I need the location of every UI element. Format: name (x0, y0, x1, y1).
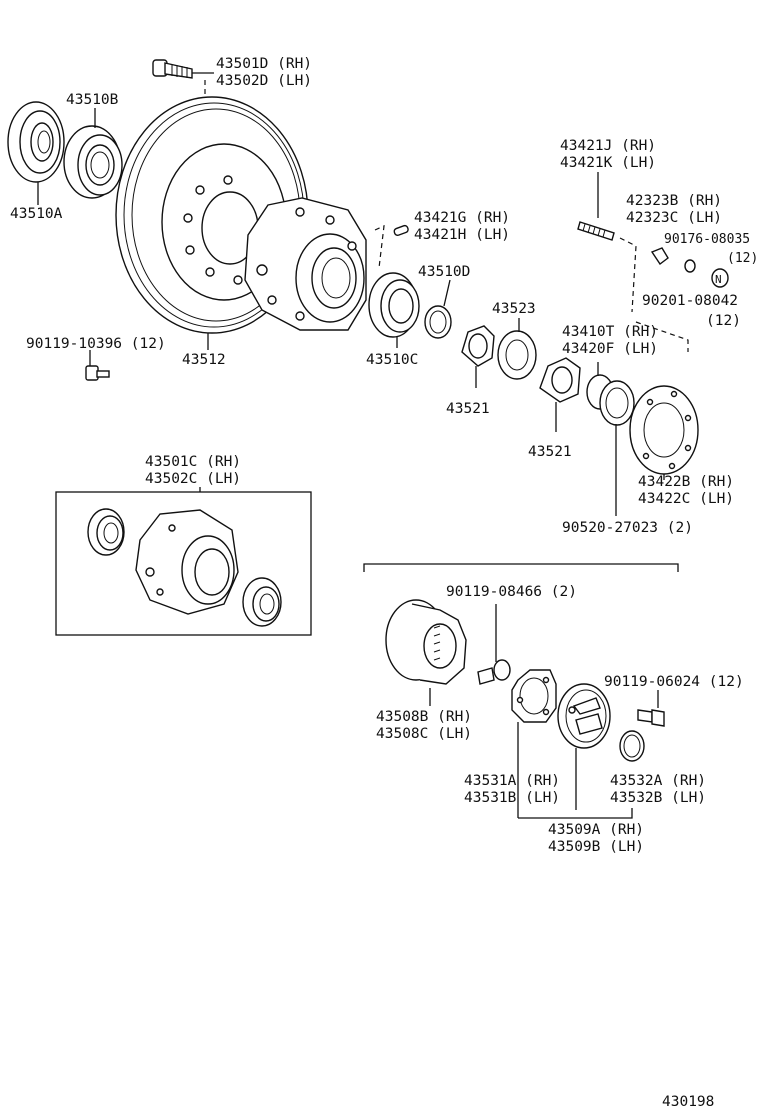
cover-bolt (637, 690, 665, 727)
label-43421g: 43421G (RH) (414, 210, 510, 226)
label-43510c: 43510C (366, 352, 418, 368)
label-43421h: 43421H (LH) (414, 227, 510, 243)
label-43531b: 43531B (LH) (464, 790, 560, 806)
steering-knuckle-spindle (586, 362, 635, 426)
svg-text:N: N (715, 273, 722, 286)
axle-hub (244, 197, 367, 331)
label-90201-08042: 90201-08042 (642, 293, 738, 309)
label-90201-qty: (12) (706, 313, 741, 329)
label-43508b: 43508B (RH) (376, 709, 472, 725)
lock-nut (461, 325, 495, 388)
label-43501d: 43501D (RH) (216, 56, 312, 72)
label-90119-10396: 90119-10396 (12) (26, 336, 166, 352)
cone-washer (650, 247, 669, 266)
label-43532a: 43532A (RH) (610, 773, 706, 789)
cover-gasket (511, 669, 557, 818)
label-43531a: 43531A (RH) (464, 773, 560, 789)
part-number-labels: 43501D (RH) 43502D (LH) 43510B 43510A 43… (10, 56, 758, 1110)
spindle-nut: N (711, 268, 729, 288)
label-90176-08035: 90176-08035 (664, 232, 750, 247)
label-43508c: 43508C (LH) (376, 726, 472, 742)
free-wheel-hub-body (385, 599, 467, 706)
outer-bearing (63, 108, 123, 199)
label-43422b: 43422B (RH) (638, 474, 734, 490)
spindle-gasket (629, 385, 699, 480)
label-43510d: 43510D (418, 264, 470, 280)
label-43509b: 43509B (LH) (548, 839, 644, 855)
snap-ring (424, 279, 452, 339)
plain-washer (684, 259, 696, 273)
label-43521-first: 43521 (446, 401, 490, 417)
label-42323b: 42323B (RH) (626, 193, 722, 209)
label-43502c: 43502C (LH) (145, 471, 241, 487)
hub-body-bolt (477, 604, 511, 685)
label-43502d: 43502D (LH) (216, 73, 312, 89)
hub-bolt (152, 59, 214, 104)
label-43421k: 43421K (LH) (560, 155, 656, 171)
label-43532b: 43532B (LH) (610, 790, 706, 806)
lock-nut-outer (539, 357, 581, 432)
label-43523: 43523 (492, 301, 536, 317)
label-90119-06024: 90119-06024 (12) (604, 674, 744, 690)
label-43521-second: 43521 (528, 444, 572, 460)
label-43420f: 43420F (LH) (562, 341, 658, 357)
label-90119-08466: 90119-08466 (2) (446, 584, 577, 600)
label-90520-27023: 90520-27023 (2) (562, 520, 693, 536)
figure-number: 430198 (662, 1094, 714, 1110)
label-43410t: 43410T (RH) (562, 324, 658, 340)
hub-assembly-box (55, 487, 312, 636)
label-43421j: 43421J (RH) (560, 138, 656, 154)
hub-cover (557, 683, 611, 810)
disc-bolt (85, 350, 110, 381)
label-43501c: 43501C (RH) (145, 454, 241, 470)
label-43512: 43512 (182, 352, 226, 368)
label-43422c: 43422C (LH) (638, 491, 734, 507)
label-43509a: 43509A (RH) (548, 822, 644, 838)
label-43510b: 43510B (66, 92, 119, 108)
spindle-stud (577, 172, 637, 313)
lock-washer (497, 318, 537, 380)
label-42323c: 42323C (LH) (626, 210, 722, 226)
oil-seal (7, 101, 65, 205)
locating-pin (374, 224, 409, 269)
label-43510a: 43510A (10, 206, 63, 222)
label-90176-qty: (12) (727, 251, 758, 266)
inner-bearing (368, 272, 420, 348)
o-ring (619, 730, 645, 762)
